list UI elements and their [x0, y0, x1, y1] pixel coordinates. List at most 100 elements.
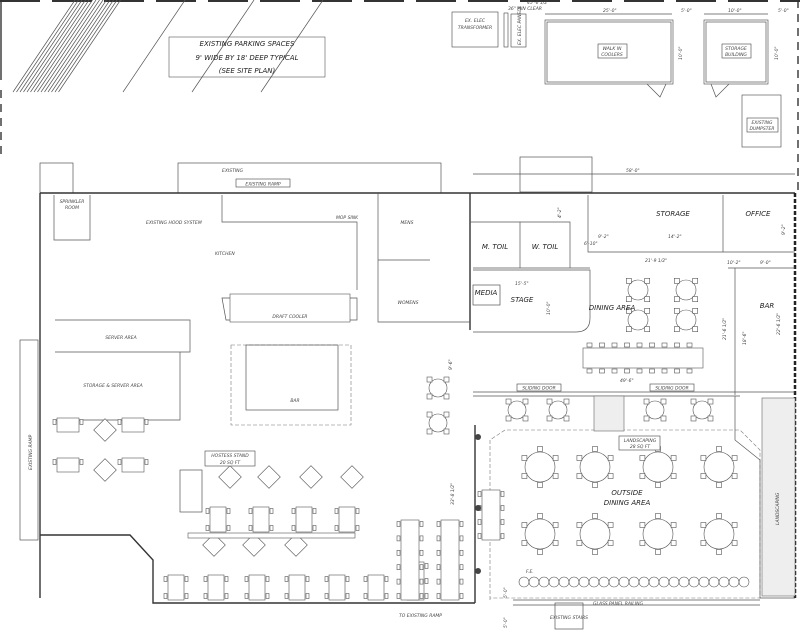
chair — [670, 473, 677, 479]
chair — [459, 564, 464, 571]
chair — [563, 398, 570, 405]
ramp-label: EXISTING RAMP — [245, 182, 281, 188]
landscaping-side-label: LANDSCAPING — [775, 492, 781, 525]
chair — [522, 398, 529, 405]
planter — [578, 576, 590, 588]
round-table — [579, 451, 611, 483]
rect-table — [209, 506, 227, 533]
chair — [643, 415, 650, 422]
chair — [624, 342, 630, 348]
chair — [731, 455, 738, 461]
chair — [52, 419, 57, 425]
rect-table — [400, 519, 420, 601]
round-table — [524, 451, 556, 483]
existing-ramp-side-label: EXISTING RAMP — [28, 434, 34, 470]
dimension: 21'-9 1/2" — [645, 258, 667, 264]
chair — [521, 522, 528, 528]
chair — [436, 593, 441, 599]
chair — [224, 576, 229, 582]
chair — [692, 296, 698, 302]
chair — [324, 576, 329, 582]
rect-table — [338, 506, 356, 533]
chair — [419, 564, 424, 571]
chair — [334, 525, 339, 531]
chair — [700, 473, 707, 479]
chair — [443, 411, 450, 418]
dimension: 10'-0" — [678, 46, 684, 60]
dimension: 15'-5" — [515, 281, 529, 287]
dimension: 5'-0" — [503, 587, 509, 598]
chair — [144, 459, 149, 465]
chair — [396, 578, 401, 585]
hatch-line — [12, 0, 76, 93]
chair — [419, 521, 424, 527]
chair — [661, 368, 668, 374]
chair — [674, 326, 680, 332]
chair — [576, 540, 583, 546]
chair — [521, 455, 528, 461]
chair — [345, 593, 350, 599]
chair — [636, 342, 643, 348]
chair — [707, 398, 714, 405]
hostess-stand-label: 20 SQ FT — [220, 460, 242, 466]
chair — [436, 535, 441, 542]
chair — [670, 455, 677, 461]
chair — [79, 459, 84, 465]
chair — [355, 525, 360, 531]
square-table — [93, 418, 117, 442]
chair — [521, 473, 528, 479]
square-table — [299, 465, 323, 489]
storage-building-label: STORAGE — [725, 46, 747, 52]
dining-area-label: DINING AREA — [589, 304, 636, 312]
chair — [443, 376, 450, 383]
transformer-label: TRANSFORMER — [458, 25, 492, 31]
w-toil-label: W. TOIL — [532, 243, 559, 251]
chair — [324, 593, 329, 599]
bar-label: BAR — [290, 398, 299, 404]
square-table — [257, 465, 281, 489]
planter — [628, 576, 640, 588]
chair — [592, 446, 598, 452]
chair — [537, 513, 543, 519]
planter — [638, 576, 650, 588]
planter — [538, 576, 550, 588]
dimension: 36" MIN CLEAR — [508, 6, 542, 12]
hostess-stand-label: HOSTESS STAND — [211, 453, 249, 459]
chair — [599, 342, 605, 348]
hatch-line — [44, 0, 107, 93]
square-table — [93, 458, 117, 482]
chair — [674, 308, 680, 314]
rect-table — [252, 506, 270, 533]
chair — [692, 326, 698, 332]
chair — [607, 540, 614, 546]
round-table — [627, 309, 649, 331]
planter — [588, 576, 600, 588]
sprinkler-room-label: SPRINKLER — [60, 199, 85, 205]
rect-table — [295, 506, 313, 533]
chair — [707, 415, 714, 422]
landscaping-label: 28 SQ FT — [630, 444, 652, 450]
chair — [611, 368, 618, 374]
chair — [522, 415, 529, 422]
chair — [459, 578, 464, 585]
existing-stairs-label: EXISTING STAIRS — [550, 615, 588, 621]
rect-table — [328, 574, 346, 601]
dimension: 58'-0" — [626, 168, 640, 174]
dimensions: 9'-2" 6'-10" 14'-2" 21'-9 1/2" 4'-2" 15'… — [448, 207, 787, 628]
rect-table — [288, 574, 306, 601]
storage-server-label: STORAGE & SERVER AREA — [83, 383, 142, 389]
chair — [436, 564, 441, 571]
chair — [686, 342, 693, 348]
chair — [686, 368, 693, 374]
round-table — [428, 413, 448, 433]
chair — [396, 549, 401, 556]
chair — [670, 522, 677, 528]
chair — [52, 459, 57, 465]
planter — [648, 576, 660, 588]
hatch-line — [26, 0, 90, 93]
dimension: 21'-6 1/2" — [722, 318, 728, 340]
chair — [436, 549, 441, 556]
planter — [658, 576, 670, 588]
coolers-label: WALK IN — [603, 46, 623, 52]
